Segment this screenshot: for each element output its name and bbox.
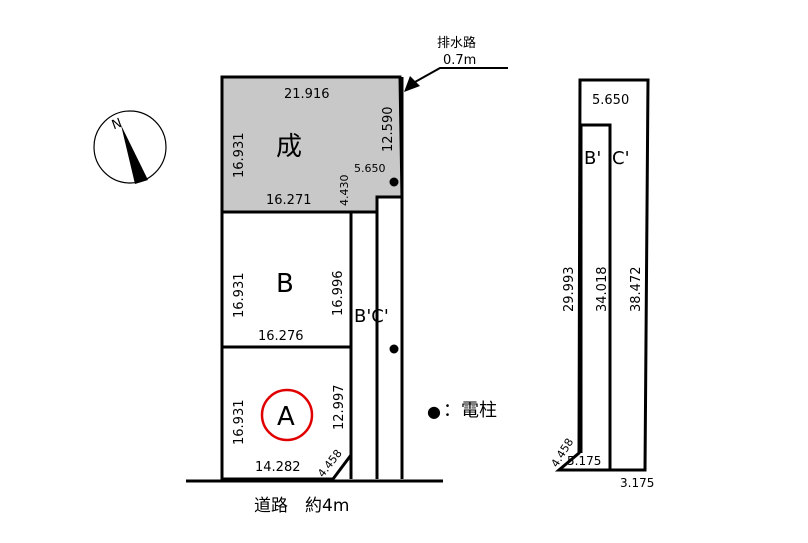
- sold-bottom-dim: 16.271: [266, 193, 312, 208]
- road-label: 道路 約4m: [254, 496, 349, 516]
- sold-corner-left-dim: 4.430: [338, 175, 351, 207]
- drainage-label: 排水路: [437, 35, 476, 51]
- detail-inner: [579, 123, 612, 470]
- b-label: B: [276, 269, 294, 299]
- drainage-leader: [414, 67, 508, 83]
- detail-side3-dim: 38.472: [629, 267, 644, 313]
- b-left-dim: 16.931: [232, 273, 247, 319]
- utility-pole-icon: [389, 177, 399, 187]
- b-right-dim: 16.996: [331, 271, 346, 317]
- a-label: A: [277, 402, 295, 432]
- detail-label-c: C': [612, 148, 630, 169]
- highlight-circle: [260, 388, 314, 442]
- detail-side1-dim: 29.993: [562, 267, 577, 313]
- drainage-width: 0.7m: [443, 53, 476, 68]
- detail-label-b: B': [584, 148, 601, 169]
- detail-bottom-inner-dim: 5.175: [567, 454, 601, 468]
- compass: N: [93, 110, 167, 184]
- lot-a: [220, 345, 353, 481]
- sold-top-dim: 21.916: [284, 87, 330, 102]
- a-bottom-dim: 14.282: [255, 460, 301, 475]
- north-arrow-icon: [121, 125, 148, 184]
- sold-corner-dim: 5.650: [354, 162, 386, 175]
- sold-label: 成: [276, 132, 302, 162]
- detail-bottom-outer-dim: 3.175: [620, 476, 654, 490]
- legend-pole-icon: ●: [427, 402, 441, 421]
- arrow-icon: [404, 76, 420, 92]
- utility-pole-icon: [389, 344, 399, 354]
- sold-right-dim: 12.590: [381, 107, 396, 153]
- sold-left-dim: 16.931: [232, 133, 247, 179]
- legend-text: ：電柱: [443, 400, 497, 421]
- detail-side2-dim: 34.018: [595, 267, 610, 313]
- north-label: N: [110, 116, 124, 133]
- b-bottom-dim: 16.276: [258, 329, 304, 344]
- a-right-dim: 12.997: [332, 385, 347, 431]
- a-left-dim: 16.931: [232, 400, 247, 446]
- strip-label: B'C': [354, 306, 389, 327]
- detail-top-dim: 5.650: [592, 93, 629, 108]
